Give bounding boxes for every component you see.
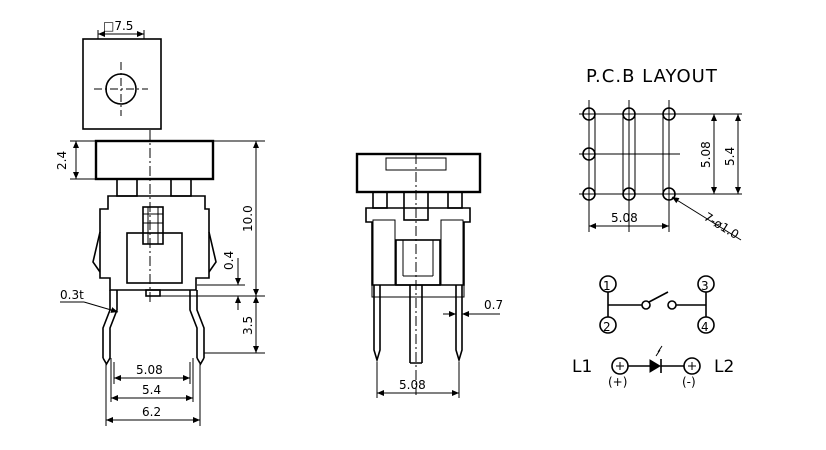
body-width-label: 6.2	[142, 405, 161, 419]
pin1-label: 1	[603, 279, 611, 293]
outer-width-label: 5.4	[142, 383, 161, 397]
led-left-label: L1	[572, 357, 592, 377]
pin-thickness-label: 0.3t	[60, 288, 84, 302]
led-icon	[649, 359, 661, 373]
pcb-pitch-v-label: 5.08	[699, 141, 713, 168]
pin4-label: 4	[701, 320, 709, 334]
pcb-layout: P.C.B LAYOUT 5.08 5.08	[579, 66, 742, 242]
side-pitch-label: 5.08	[399, 378, 426, 392]
cap-size-label: □7.5	[103, 19, 133, 33]
side-pin-width-label: 0.7	[484, 298, 503, 312]
pin-length-label: 3.5	[241, 316, 255, 335]
pcb-holes-label: 7-ø1.0	[701, 210, 741, 242]
total-height-label: 10.0	[241, 205, 255, 232]
pcb-pitch-h-label: 5.08	[611, 211, 638, 225]
pin-thickness-dim: 0.3t	[60, 288, 119, 313]
led-right-label: L2	[714, 357, 734, 377]
front-view: □7.5	[55, 19, 265, 426]
gap-label: 0.4	[222, 251, 236, 270]
cap-height-label: 2.4	[55, 151, 69, 170]
pcb-height-label: 5.4	[723, 147, 737, 166]
side-view: 0.7 5.08	[355, 152, 503, 398]
front-vertical-dims: 2.4 10.0 0.4 3.5	[55, 140, 265, 354]
switch-schematic: 1 2 3 4	[599, 275, 715, 334]
pin2-label: 2	[603, 320, 611, 334]
pcb-grid	[579, 100, 742, 232]
led-schematic: L1 (+) (-) L2	[572, 345, 734, 389]
led-plus-label: (+)	[608, 375, 627, 389]
led-minus-label: (-)	[682, 375, 696, 389]
front-pins	[102, 290, 205, 366]
switch-body	[92, 178, 217, 297]
pcb-title: P.C.B LAYOUT	[586, 66, 718, 87]
cap-top-view: □7.5	[82, 19, 162, 130]
pcb-holes	[582, 107, 676, 201]
pin3-label: 3	[701, 279, 709, 293]
front-horizontal-dims: 5.08 5.4 6.2	[105, 358, 201, 426]
front-pitch-label: 5.08	[136, 363, 163, 377]
